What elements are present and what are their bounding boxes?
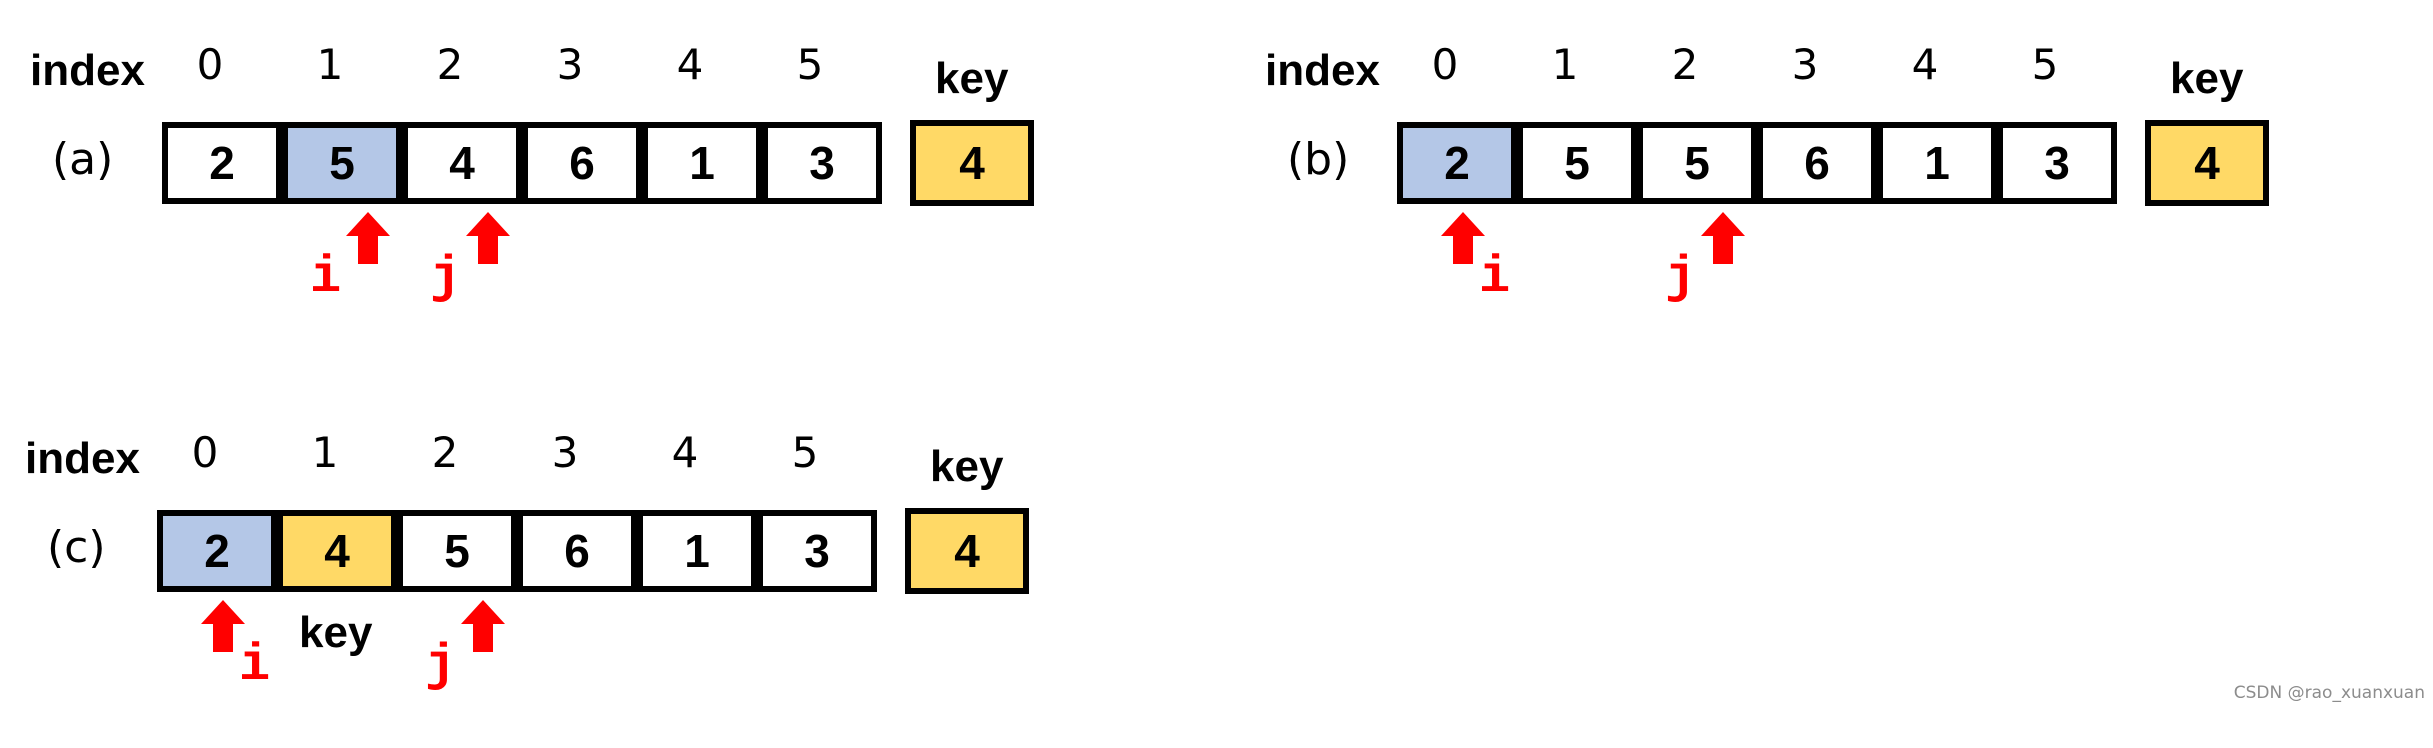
pointer-label-i: i	[239, 636, 271, 695]
key-title: key	[2170, 54, 2244, 103]
pointer-arrow-icon	[1441, 212, 1485, 264]
array-cell: 1	[637, 510, 757, 592]
pointer-arrow-icon	[461, 600, 505, 652]
array-cell: 5	[1517, 122, 1637, 204]
array-cell: 4	[277, 510, 397, 592]
panel-tag: (a)	[52, 134, 114, 185]
key-cell: 4	[905, 508, 1029, 594]
index-number: 5	[2031, 40, 2059, 89]
key-caption: key	[299, 608, 373, 657]
array-cell: 2	[1397, 122, 1517, 204]
pointer-arrow-icon	[1701, 212, 1745, 264]
index-label: index	[25, 434, 140, 483]
index-number: 3	[556, 40, 584, 89]
array-cell: 2	[157, 510, 277, 592]
index-number: 2	[431, 428, 459, 477]
array-cell: 2	[162, 122, 282, 204]
watermark: CSDN @rao_xuanxuan	[2233, 683, 2425, 703]
array-cell: 3	[1997, 122, 2117, 204]
index-number: 4	[1911, 40, 1939, 89]
pointer-label-j: j	[430, 248, 462, 307]
index-number: 0	[196, 40, 224, 89]
index-number: 0	[191, 428, 219, 477]
array-cell: 3	[762, 122, 882, 204]
index-number: 1	[311, 428, 339, 477]
array-cell: 1	[642, 122, 762, 204]
pointer-label-i: i	[310, 248, 342, 307]
pointer-label-j: j	[1665, 248, 1697, 307]
pointer-arrow-icon	[201, 600, 245, 652]
index-number: 2	[436, 40, 464, 89]
array-cell: 6	[522, 122, 642, 204]
array-cell: 5	[1637, 122, 1757, 204]
array-cell: 1	[1877, 122, 1997, 204]
pointer-arrow-icon	[466, 212, 510, 264]
index-number: 1	[1551, 40, 1579, 89]
index-number: 3	[551, 428, 579, 477]
index-label: index	[30, 46, 145, 95]
key-title: key	[935, 54, 1009, 103]
pointer-arrow-icon	[346, 212, 390, 264]
array-cell: 6	[1757, 122, 1877, 204]
index-number: 5	[791, 428, 819, 477]
panel-tag: (c)	[47, 522, 106, 573]
array-cell: 5	[397, 510, 517, 592]
key-cell: 4	[910, 120, 1034, 206]
array-cell: 3	[757, 510, 877, 592]
index-number: 4	[676, 40, 704, 89]
array-cell: 6	[517, 510, 637, 592]
index-number: 2	[1671, 40, 1699, 89]
index-number: 3	[1791, 40, 1819, 89]
array-cell: 5	[282, 122, 402, 204]
index-number: 4	[671, 428, 699, 477]
index-number: 0	[1431, 40, 1459, 89]
pointer-label-j: j	[425, 636, 457, 695]
index-label: index	[1265, 46, 1380, 95]
index-number: 5	[796, 40, 824, 89]
panel-tag: (b)	[1287, 134, 1350, 185]
array-cell: 4	[402, 122, 522, 204]
key-cell: 4	[2145, 120, 2269, 206]
pointer-label-i: i	[1479, 248, 1511, 307]
index-number: 1	[316, 40, 344, 89]
key-title: key	[930, 442, 1004, 491]
